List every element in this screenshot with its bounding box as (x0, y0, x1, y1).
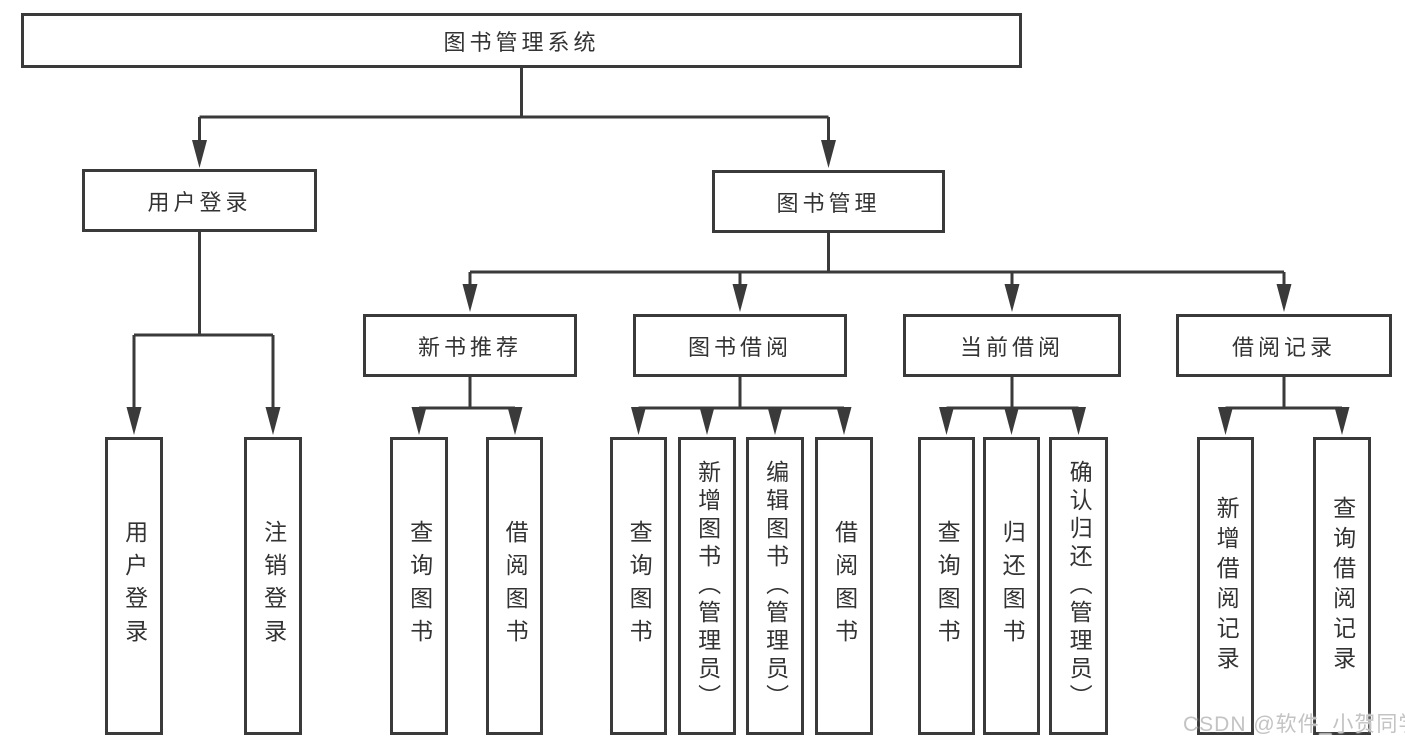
node-label: 图书管理 (776, 190, 881, 216)
node-query-books-recommend: 查询图书 (390, 437, 448, 735)
node-label: 查询图书 (406, 520, 433, 652)
node-add-borrow-record: 新增借阅记录 (1197, 437, 1254, 735)
node-user-login: 用户登录 (105, 437, 163, 735)
node-root: 图书管理系统 (21, 13, 1022, 68)
node-return-books: 归还图书 (983, 437, 1040, 735)
node-label: 查询借阅记录 (1329, 496, 1356, 676)
node-label: 新增图书（管理员） (694, 460, 721, 712)
node-label: 归还图书 (999, 520, 1026, 652)
node-query-books-borrow: 查询图书 (610, 437, 667, 735)
node-confirm-return-admin: 确认归还（管理员） (1049, 437, 1108, 735)
node-label: 借阅图书 (831, 520, 858, 652)
node-new-book-recommend: 新书推荐 (363, 314, 577, 377)
node-edit-book-admin: 编辑图书（管理员） (746, 437, 804, 735)
node-query-borrow-record: 查询借阅记录 (1313, 437, 1371, 735)
node-root-label: 图书管理系统 (443, 29, 600, 55)
node-label: 用户登录 (147, 189, 252, 215)
node-current-borrow: 当前借阅 (903, 314, 1121, 377)
node-label: 注销登录 (260, 520, 287, 652)
node-label: 借阅记录 (1231, 334, 1336, 360)
node-label: 当前借阅 (959, 334, 1064, 360)
node-query-books-current: 查询图书 (918, 437, 975, 735)
node-label: 编辑图书（管理员） (762, 460, 789, 712)
watermark-text: CSDN @软件_小贺同学 (1183, 713, 1405, 736)
node-user-login-header: 用户登录 (82, 169, 317, 232)
node-label: 查询图书 (626, 520, 653, 652)
node-borrow-records: 借阅记录 (1176, 314, 1392, 377)
node-label: 借阅图书 (502, 520, 529, 652)
node-label: 新增借阅记录 (1213, 496, 1240, 676)
node-label: 图书借阅 (687, 334, 792, 360)
node-logout: 注销登录 (244, 437, 302, 735)
node-borrow-books-recommend: 借阅图书 (486, 437, 543, 735)
node-label: 新书推荐 (417, 334, 522, 360)
node-book-mgmt-header: 图书管理 (712, 170, 945, 233)
node-add-book-admin: 新增图书（管理员） (678, 437, 736, 735)
node-label: 查询图书 (934, 520, 961, 652)
node-label: 用户登录 (121, 520, 148, 652)
node-book-borrow: 图书借阅 (633, 314, 847, 377)
node-label: 确认归还（管理员） (1066, 460, 1093, 712)
node-borrow-books: 借阅图书 (815, 437, 873, 735)
